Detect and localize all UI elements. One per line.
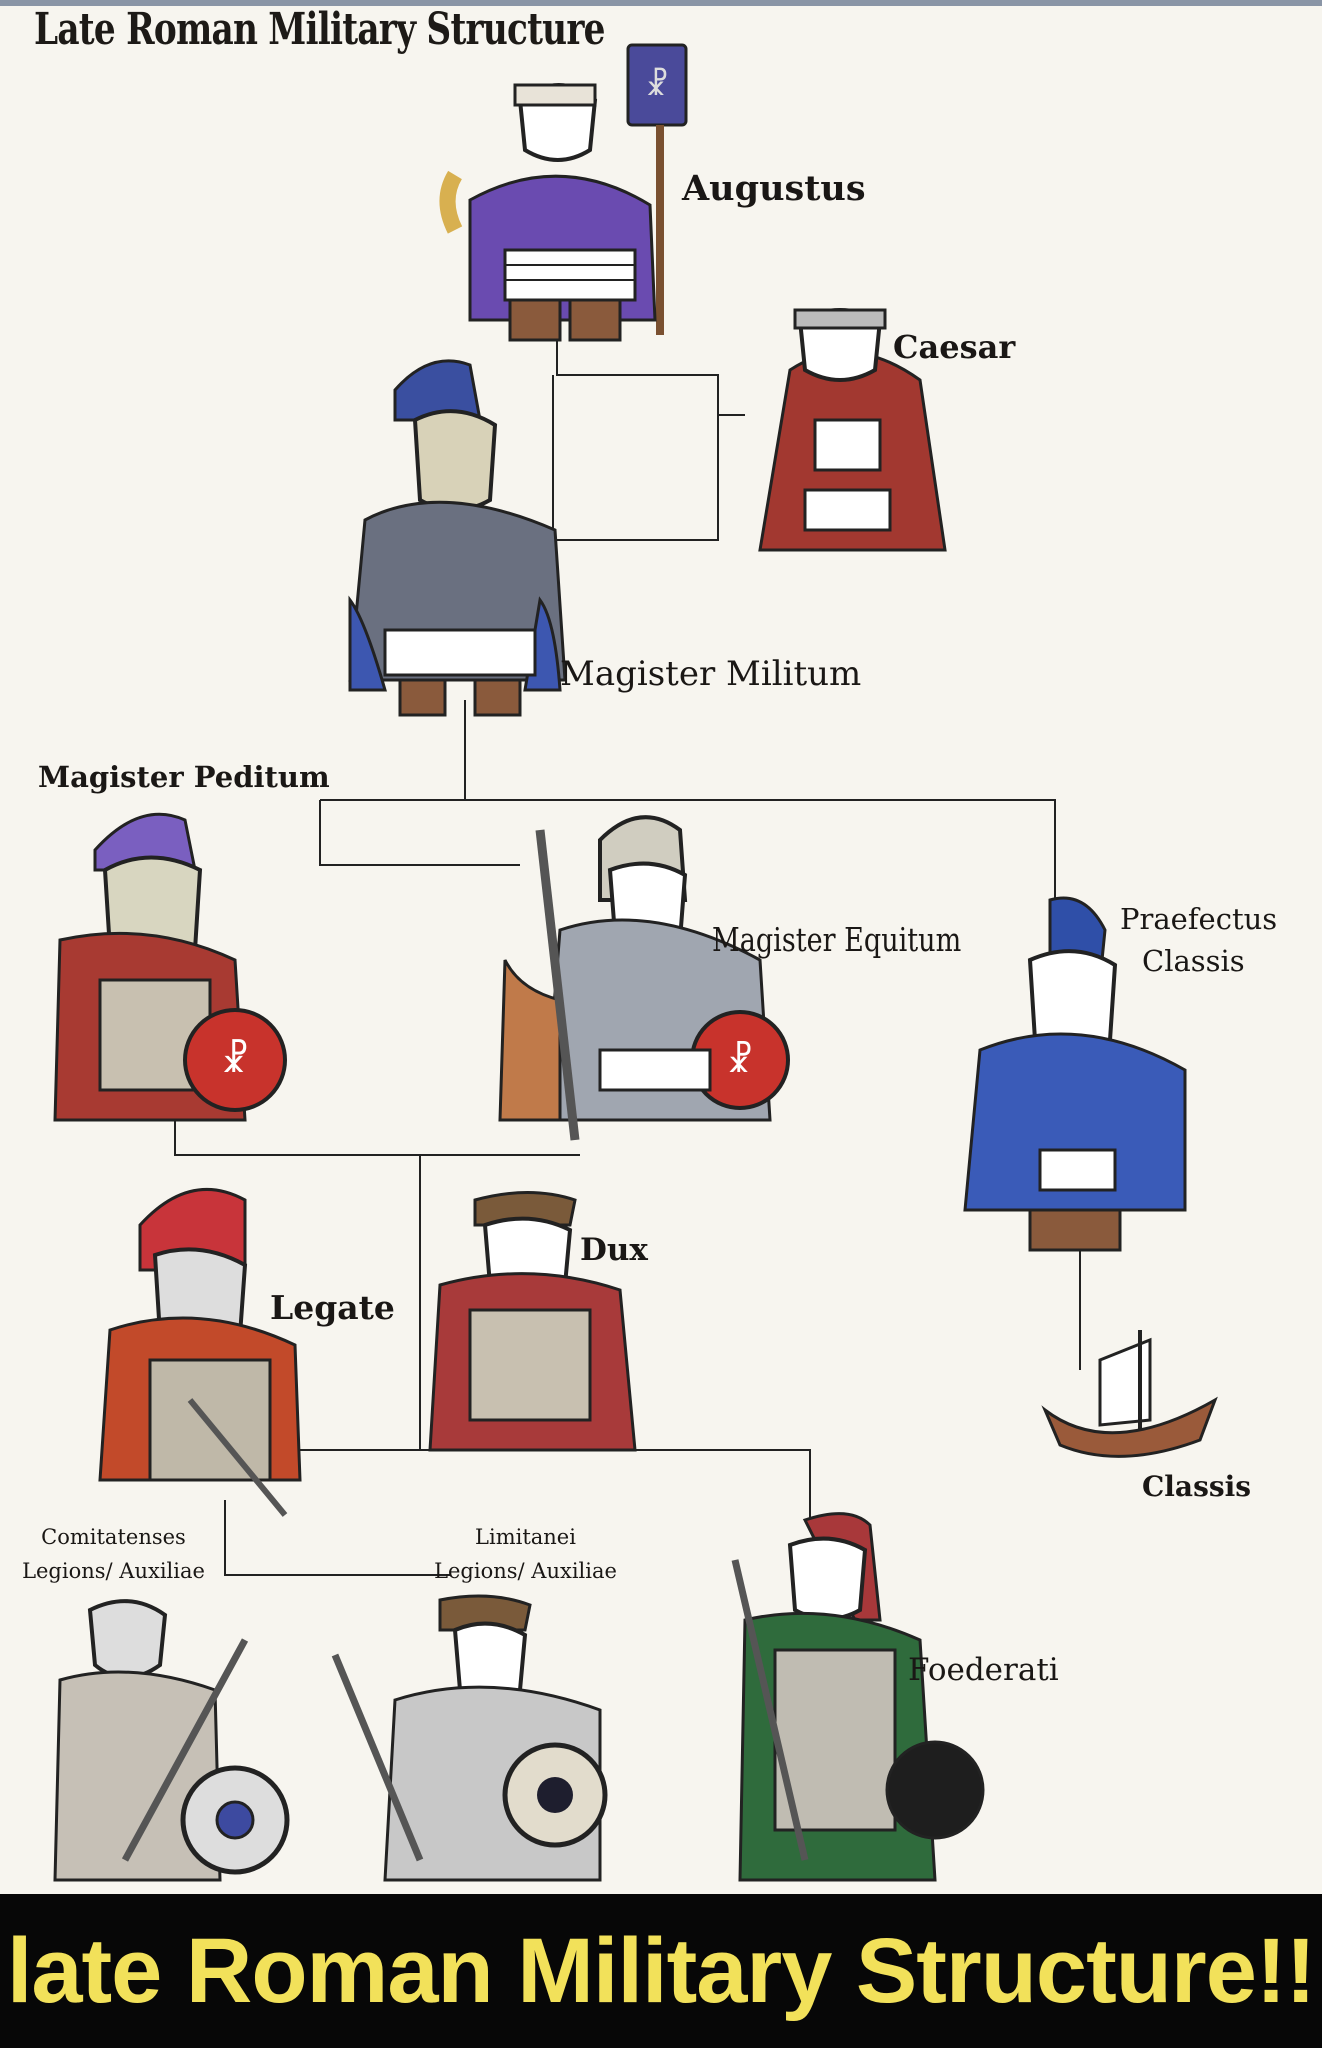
label-comitatenses-line2: Legions/ Auxiliae <box>22 1559 205 1583</box>
label-magister-militum: Magister Militum <box>560 654 862 694</box>
svg-text:☧: ☧ <box>727 1041 754 1081</box>
caption-text: late Roman Military Structure!! <box>6 1920 1316 2022</box>
label-limitanei-line1: Limitanei <box>475 1525 576 1549</box>
dux-figure-icon <box>428 1191 637 1452</box>
connector-peditum-bottom <box>174 1120 580 1156</box>
label-praefectus-line2: Classis <box>1142 944 1245 978</box>
connector-augustus <box>552 340 719 541</box>
magister-militum-figure-icon <box>348 359 567 717</box>
foederati-figure-icon <box>731 1512 985 1882</box>
top-edge <box>0 0 1322 6</box>
label-dux: Dux <box>580 1232 648 1268</box>
label-magister-peditum: Magister Peditum <box>38 760 330 794</box>
label-classis: Classis <box>1142 1470 1251 1503</box>
label-augustus: Augustus <box>682 168 866 209</box>
magister-equitum-figure-icon: ☧ <box>498 815 790 1141</box>
label-limitanei-line2: Legions/ Auxiliae <box>434 1559 617 1583</box>
ship-icon <box>1041 1330 1218 1458</box>
label-comitatenses-line1: Comitatenses <box>41 1525 186 1549</box>
label-foederati: Foederati <box>908 1652 1059 1688</box>
label-praefectus-line1: Praefectus <box>1120 902 1278 936</box>
svg-text:☧: ☧ <box>645 67 669 103</box>
connector-comitatenses <box>224 1500 450 1576</box>
figures-layer: ☧ ☧ <box>53 43 1218 1882</box>
legate-figure-icon <box>98 1187 302 1517</box>
caption-banner <box>0 1894 1322 2048</box>
diagram-title: Late Roman Military Structure <box>34 4 605 55</box>
label-limitanei: Limitanei Legions/ Auxiliae <box>418 1520 633 1588</box>
praefectus-figure-icon <box>963 896 1187 1252</box>
connector-peditum-equitum <box>319 800 520 866</box>
magister-peditum-figure-icon: ☧ <box>53 812 287 1122</box>
label-caesar: Caesar <box>893 328 1016 366</box>
comitatenses-figure-icon <box>53 1599 290 1882</box>
limitanei-figure-icon <box>331 1594 608 1882</box>
label-legate: Legate <box>270 1288 395 1327</box>
label-magister-equitum: Magister Equitum <box>712 920 962 959</box>
svg-text:☧: ☧ <box>221 1039 249 1081</box>
emperor-figure-icon: ☧ <box>439 43 688 342</box>
caesar-figure-icon <box>758 308 947 552</box>
label-comitatenses: Comitatenses Legions/ Auxiliae <box>6 1520 221 1588</box>
connector-branch <box>320 799 1056 900</box>
